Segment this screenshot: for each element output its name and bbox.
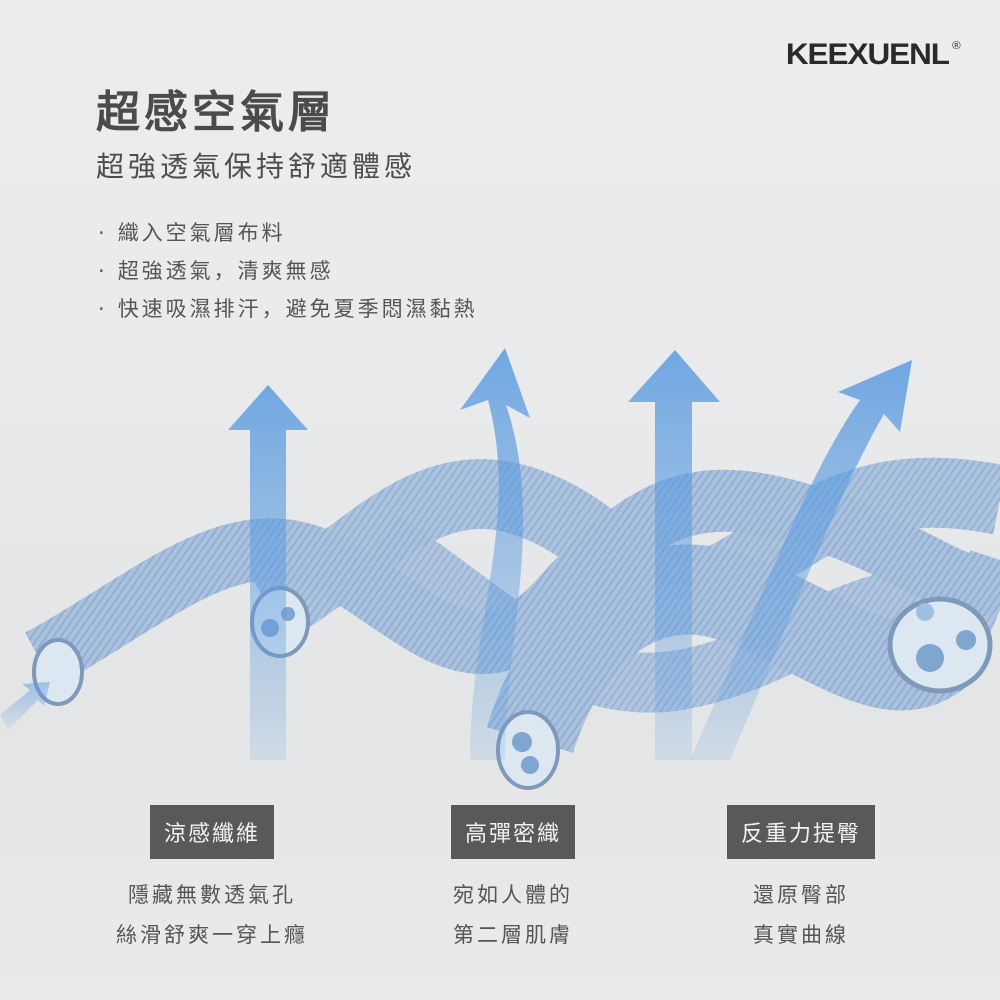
fiber-tubes [25, 457, 1000, 754]
feature-caption: 絲滑舒爽一穿上癮 [116, 923, 308, 947]
page-title: 超感空氣層 [96, 87, 336, 138]
bullet-dot: · [98, 259, 108, 283]
bullet-item: · 快速吸濕排汗，避免夏季悶濕黏熱 [98, 290, 478, 328]
feature-caption: 隱藏無數透氣孔 [128, 883, 296, 907]
feature-hip-lift: 反重力提臀 還原臀部 真實曲線 [651, 805, 951, 955]
feature-bullets: · 織入空氣層布料 · 超強透氣，清爽無感 · 快速吸濕排汗，避免夏季悶濕黏熱 [98, 214, 478, 328]
bullet-dot: · [98, 221, 108, 245]
brand-logo: KEEXUENL® [785, 38, 961, 72]
bullet-item: · 織入空氣層布料 [98, 214, 478, 252]
feature-caption: 第二層肌膚 [453, 923, 573, 947]
feature-tag: 反重力提臀 [726, 805, 875, 859]
bullet-text: 超強透氣，清爽無感 [117, 259, 334, 283]
feature-caption: 還原臀部 [753, 883, 849, 907]
feature-tag: 涼感纖維 [149, 805, 274, 859]
bullet-text: 快速吸濕排汗，避免夏季悶濕黏熱 [117, 297, 478, 321]
fabric-fiber-illustration [0, 348, 1000, 790]
airflow-arrows [0, 348, 912, 760]
brand-logo-text: KEEXUENL [785, 38, 950, 71]
feature-caption: 真實曲線 [753, 923, 849, 947]
bullet-item: · 超強透氣，清爽無感 [98, 252, 478, 290]
bullet-text: 織入空氣層布料 [117, 221, 286, 245]
feature-tag: 高彈密織 [450, 805, 575, 859]
feature-high-elastic: 高彈密織 宛如人體的 第二層肌膚 [363, 805, 663, 955]
bullet-dot: · [98, 297, 108, 321]
feature-cooling-fiber: 涼感纖維 隱藏無數透氣孔 絲滑舒爽一穿上癮 [62, 805, 362, 955]
feature-caption: 宛如人體的 [453, 883, 573, 907]
registered-mark: ® [952, 40, 961, 52]
page-subtitle: 超強透氣保持舒適體感 [96, 150, 417, 183]
